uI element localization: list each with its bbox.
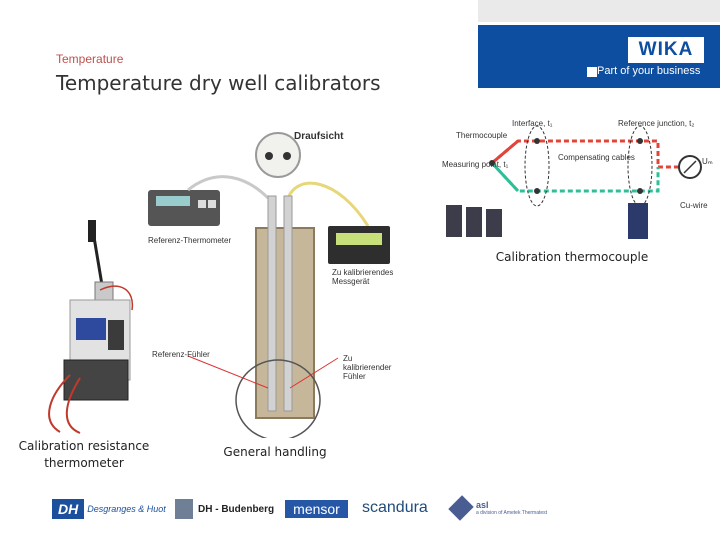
top-bar (478, 0, 720, 22)
label-interface: Interface, t₁ (512, 119, 553, 128)
dry-well-illustration (148, 132, 390, 441)
label-device-under-test: Zu kalibrierendes Messgerät (332, 268, 394, 286)
page-title: Temperature dry well calibrators (56, 71, 381, 95)
budenberg-logo-text: DH - Budenberg (198, 503, 275, 515)
calibrator-device-image (40, 220, 140, 435)
dh-logo-subtitle: Desgranges & Huot (87, 504, 166, 514)
caption-thermocouple: Calibration thermocouple (495, 250, 649, 264)
general-handling-diagram: Draufsicht Referenz-Thermometer Zu kalib… (128, 118, 398, 441)
label-reference-thermometer: Referenz-Thermometer (148, 236, 232, 245)
section-label: Temperature (56, 52, 124, 66)
asl-logo-text: asl (476, 500, 489, 510)
label-reference-junction: Reference junction, t₂ (618, 119, 695, 128)
asl-logo-subtitle: a division of Ametek Thermatest (476, 510, 548, 516)
wika-logo: WIKA (628, 37, 704, 63)
partner-logo-dh-budenberg: DH - Budenberg (175, 498, 274, 520)
caption-resistance-thermometer: Calibration resistance thermometer (18, 439, 150, 470)
partner-logo-asl: asl a division of Ametek Thermatest (448, 492, 556, 524)
partner-logo-scandura: scandura (362, 499, 428, 516)
dh-logo-box: DH (52, 499, 85, 519)
thermocouple-circuit (446, 125, 702, 239)
label-measuring-point: Measuring point, t₁ (442, 160, 509, 169)
asl-icon (448, 495, 474, 521)
label-thermocouple: Thermocouple (456, 131, 508, 140)
partner-logo-mensor: mensor (285, 500, 348, 518)
partner-logo-dh: DH Desgranges & Huot (52, 498, 166, 520)
brand-square-icon (587, 67, 597, 77)
caption-general-handling: General handling (223, 445, 327, 459)
brand-tagline: Part of your business (597, 65, 701, 77)
label-reference-probe: Referenz-Fühler (152, 350, 210, 359)
thermocouple-diagram: Interface, t₁ Reference junction, t₂ The… (440, 115, 713, 247)
label-probe-under-test: Zu kalibrierender Fühler (343, 354, 392, 381)
label-voltage: Uₘ (702, 157, 713, 166)
label-compensating-cables: Compensating cables (558, 153, 635, 162)
label-top-view: Draufsicht (294, 131, 344, 142)
label-cu-wire: Cu-wire (680, 201, 708, 210)
budenberg-icon (175, 499, 193, 519)
